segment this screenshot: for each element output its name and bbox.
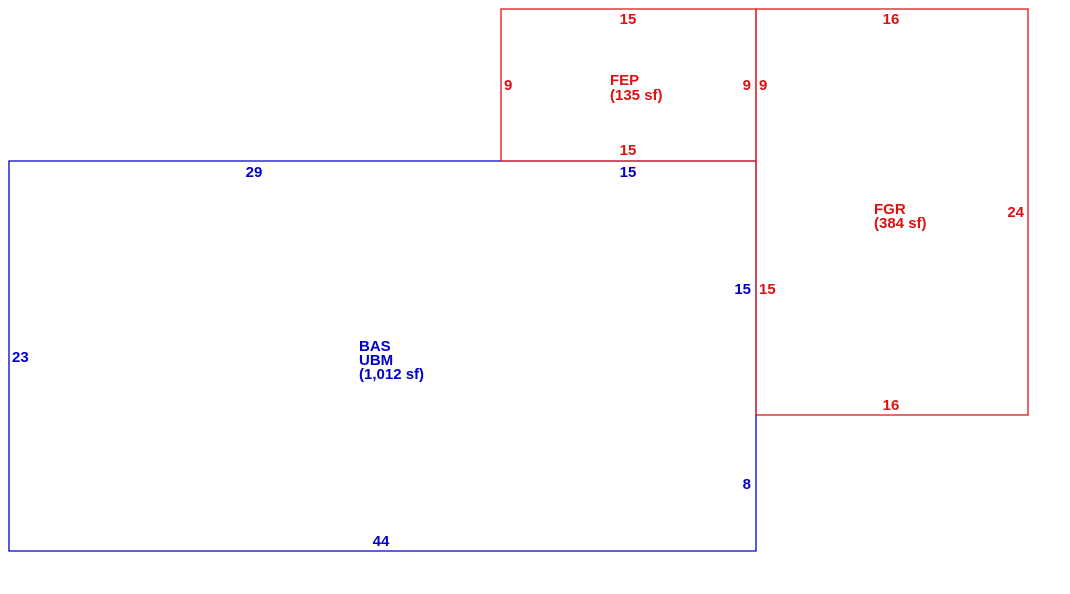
bas-dim-top-left: 29	[246, 164, 263, 181]
fgr-dim-left-lower: 15	[759, 281, 776, 298]
fep-dim-right: 9	[743, 77, 751, 94]
fep-dim-left: 9	[504, 77, 512, 94]
bas-dim-left: 23	[12, 349, 29, 366]
fgr-area-code: FGR	[874, 201, 906, 218]
fgr-outline	[755, 8, 1029, 416]
fep-dim-bottom: 15	[620, 142, 637, 159]
fgr-dim-bottom: 16	[883, 397, 900, 414]
bas-dim-right-upper: 15	[734, 281, 751, 298]
bas-area-size: (1,012 sf)	[359, 366, 424, 383]
fep-dim-top: 15	[620, 11, 637, 28]
bas-dim-right-lower: 8	[743, 476, 751, 493]
bas-area-subcode: UBM	[359, 352, 393, 369]
fgr-area-size: (384 sf)	[874, 215, 927, 232]
fep-area-code: FEP	[610, 72, 639, 89]
fgr-dim-left-upper: 9	[759, 77, 767, 94]
bas-area-code: BAS	[359, 338, 391, 355]
fgr-dim-top: 16	[883, 11, 900, 28]
fep-area-size: (135 sf)	[610, 87, 663, 104]
bas-dim-top-right: 15	[620, 164, 637, 181]
fgr-dim-right: 24	[1007, 204, 1024, 221]
bas-dim-bottom: 44	[373, 533, 390, 550]
